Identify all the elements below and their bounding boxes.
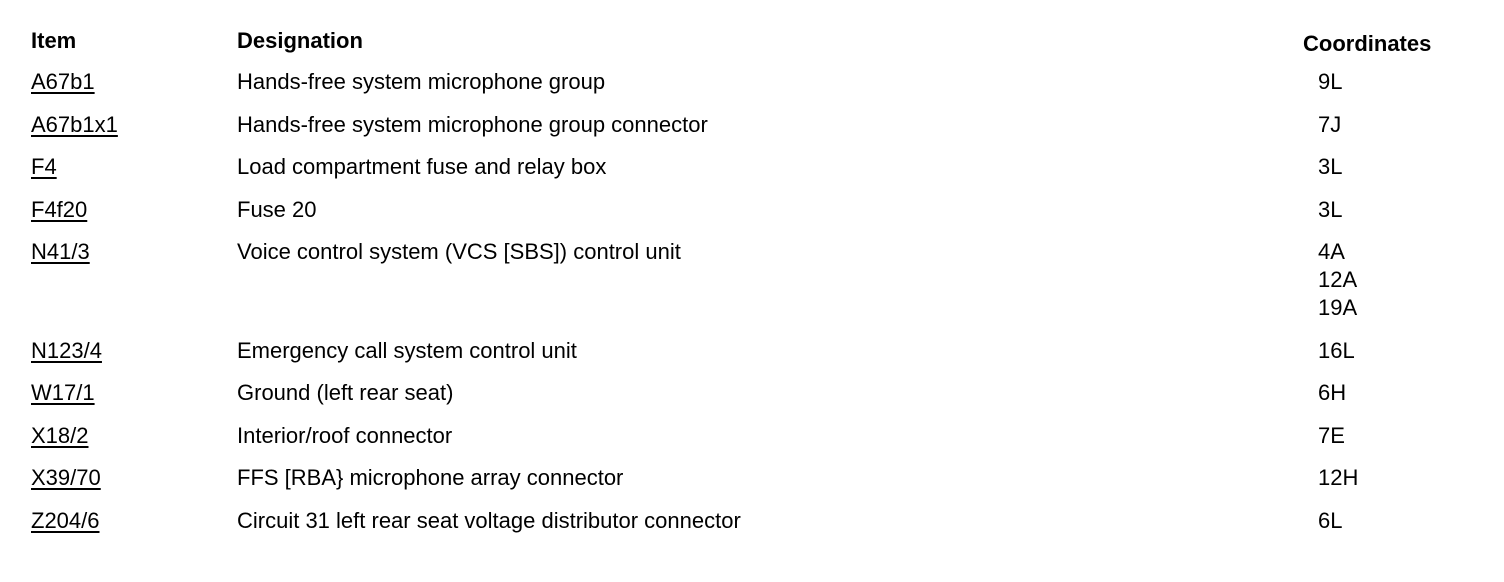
designation-text: Hands-free system microphone group: [237, 69, 606, 94]
item-link[interactable]: A67b1: [31, 69, 95, 94]
coordinates-cell: 3L: [1318, 196, 1342, 224]
item-link[interactable]: N123/4: [31, 338, 102, 363]
coordinate-value: 4A: [1318, 239, 1345, 264]
item-link[interactable]: A67b1x1: [31, 112, 118, 137]
coordinate-value: 3L: [1318, 197, 1343, 222]
coordinate-value: 12H: [1318, 465, 1359, 490]
designation-text: Circuit 31 left rear seat voltage distri…: [237, 508, 741, 533]
coordinates-cell: 4A 12A 19A: [1318, 238, 1357, 322]
coordinate-value: 6L: [1318, 508, 1343, 533]
coordinate-value: 3L: [1318, 154, 1343, 179]
coordinate-value: 19A: [1318, 295, 1358, 320]
header-coordinates: Coordinates: [1303, 31, 1432, 56]
designation-text: Load compartment fuse and relay box: [237, 154, 607, 179]
coordinates-cell: 6L: [1318, 507, 1342, 535]
item-link[interactable]: W17/1: [31, 380, 95, 405]
header-item: Item: [31, 28, 77, 53]
coordinate-value: 9L: [1318, 69, 1343, 94]
designation-text: FFS [RBA} microphone array connector: [237, 465, 624, 490]
coordinates-cell: 9L: [1318, 68, 1342, 96]
item-link[interactable]: X18/2: [31, 423, 89, 448]
item-link[interactable]: F4: [31, 154, 57, 179]
designation-text: Ground (left rear seat): [237, 380, 454, 405]
designation-text: Emergency call system control unit: [237, 338, 577, 363]
item-link[interactable]: N41/3: [31, 239, 90, 264]
coordinates-cell: 3L: [1318, 153, 1342, 181]
item-link[interactable]: F4f20: [31, 197, 88, 222]
coordinates-cell: 6H: [1318, 379, 1346, 407]
coordinate-value: 16L: [1318, 338, 1355, 363]
coordinate-value: 6H: [1318, 380, 1347, 405]
item-link[interactable]: Z204/6: [31, 508, 100, 533]
coordinates-cell: 16L: [1318, 337, 1355, 365]
coordinates-cell: 7J: [1318, 111, 1341, 139]
coordinates-cell: 7E: [1318, 422, 1345, 450]
coordinate-value: 7E: [1318, 423, 1345, 448]
coordinate-value: 12A: [1318, 267, 1358, 292]
coordinates-cell: 12H: [1318, 464, 1358, 492]
designation-text: Voice control system (VCS [SBS]) control…: [237, 239, 681, 264]
designation-text: Fuse 20: [237, 197, 317, 222]
header-designation: Designation: [237, 28, 363, 53]
coordinate-value: 7J: [1318, 112, 1342, 137]
designation-text: Hands-free system microphone group conne…: [237, 112, 708, 137]
item-link[interactable]: X39/70: [31, 465, 101, 490]
designation-text: Interior/roof connector: [237, 423, 453, 448]
